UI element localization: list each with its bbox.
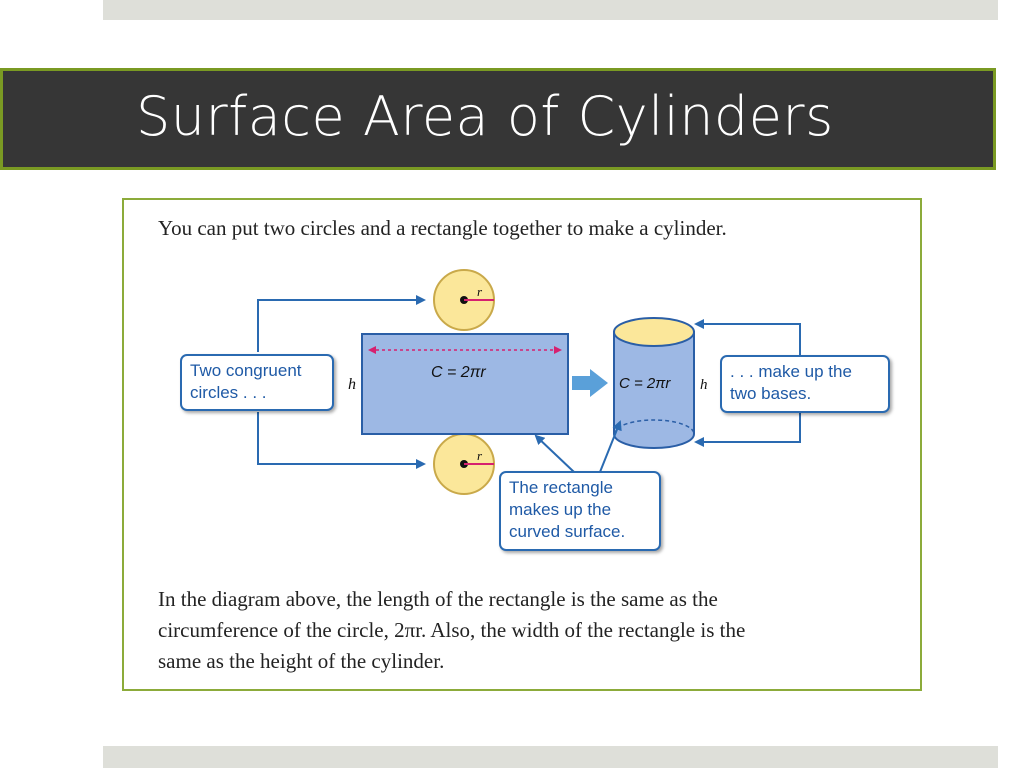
callout-two-circles-line-2: circles . . . (190, 383, 267, 402)
top-radius-label: r (477, 284, 483, 299)
callout-two-bases-line-2: two bases. (730, 384, 812, 403)
callout-rectangle-line-1: The rectangle (509, 478, 613, 497)
title-bar: Surface Area of Cylinders (0, 68, 996, 170)
top-band (103, 0, 998, 20)
callout-rectangle-line-3: curved surface. (509, 522, 626, 541)
callout-rectangle: The rectangle makes up the curved surfac… (499, 471, 661, 551)
paragraph-line-3: same as the height of the cylinder. (158, 649, 445, 673)
cylinder-height-label: h (700, 377, 708, 393)
transform-arrow (572, 369, 608, 397)
bottom-band (103, 746, 998, 768)
diagram-figure: You can put two circles and a rectangle … (122, 198, 922, 691)
cylinder-body (613, 331, 695, 449)
explanation-paragraph: In the diagram above, the length of the … (158, 584, 918, 677)
arrow-to-top-circle (257, 295, 426, 352)
paragraph-line-1: In the diagram above, the length of the … (158, 587, 718, 611)
rectangle (361, 333, 569, 435)
arrow-to-cylinder-bottom (694, 412, 801, 447)
rectangle-height-label: h (348, 376, 356, 393)
diagram-svg: r r h C = 2πr C = 2πr h (257, 269, 801, 495)
callout-two-bases: . . . make up the two bases. (720, 355, 890, 413)
bottom-radius-label: r (477, 448, 483, 463)
paragraph-line-2: circumference of the circle, 2πr. Also, … (158, 618, 746, 642)
arrow-callout-to-rectangle (534, 434, 575, 473)
callout-two-circles-line-1: Two congruent (190, 361, 302, 380)
slide-title: Surface Area of Cylinders (136, 85, 834, 148)
arrow-to-bottom-circle (257, 412, 426, 469)
callout-two-circles: Two congruent circles . . . (180, 354, 334, 411)
callout-two-bases-line-1: . . . make up the (730, 362, 852, 381)
arrow-callout-to-cylinder (599, 420, 622, 473)
cylinder-top (613, 317, 695, 347)
cylinder-circumference-label: C = 2πr (619, 375, 671, 392)
intro-text: You can put two circles and a rectangle … (158, 216, 727, 240)
callout-rectangle-line-2: makes up the (509, 500, 612, 519)
rectangle-length-label: C = 2πr (431, 364, 486, 381)
arrow-to-cylinder-top (694, 319, 801, 360)
